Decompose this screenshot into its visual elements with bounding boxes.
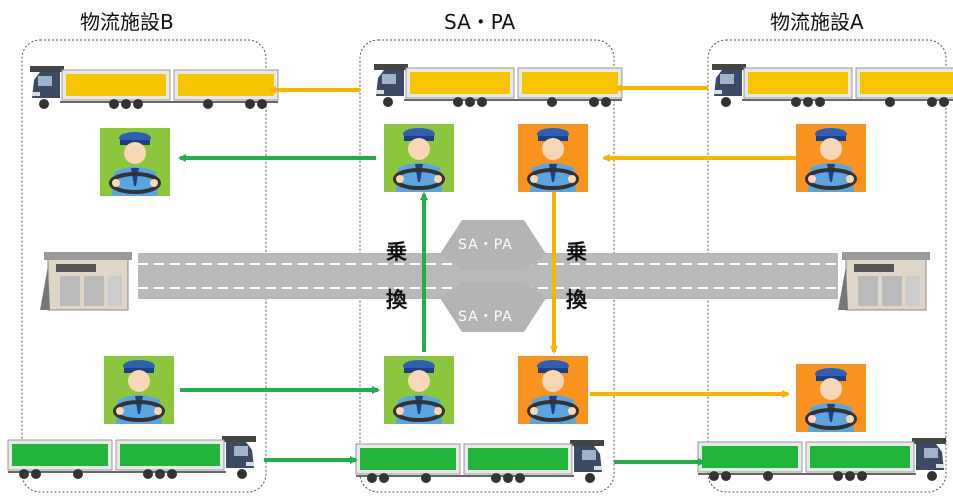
sapa-title: SA・PA bbox=[444, 10, 516, 34]
driver-icon bbox=[98, 126, 172, 198]
facility-a-title: 物流施設A bbox=[770, 10, 864, 34]
transfer-label-right-1: 乗 bbox=[566, 240, 587, 264]
warehouse-icon bbox=[837, 251, 931, 311]
facility-b-title: 物流施設B bbox=[80, 10, 174, 34]
driver-icon bbox=[516, 354, 590, 426]
warehouse-icon bbox=[39, 251, 133, 311]
truck-icon bbox=[373, 63, 623, 108]
truck-icon bbox=[697, 437, 947, 482]
truck-icon bbox=[355, 439, 605, 484]
transfer-label-right-2: 換 bbox=[566, 288, 587, 312]
driver-icon bbox=[382, 122, 456, 194]
hex-label-bottom: SA・PA bbox=[458, 309, 513, 325]
driver-icon bbox=[516, 122, 590, 194]
truck-icon bbox=[7, 435, 257, 480]
driver-icon bbox=[382, 354, 456, 426]
driver-icon bbox=[794, 362, 868, 434]
hex-label-top: SA・PA bbox=[458, 237, 513, 253]
sapa-hexagon-top bbox=[440, 220, 546, 270]
driver-icon bbox=[102, 354, 176, 426]
truck-icon bbox=[711, 63, 953, 108]
driver-icon bbox=[794, 122, 868, 194]
transfer-label-left-2: 換 bbox=[386, 288, 407, 312]
transfer-label-left-1: 乗 bbox=[386, 240, 407, 264]
sapa-hexagon-bottom bbox=[440, 282, 546, 332]
truck-icon bbox=[29, 65, 279, 110]
